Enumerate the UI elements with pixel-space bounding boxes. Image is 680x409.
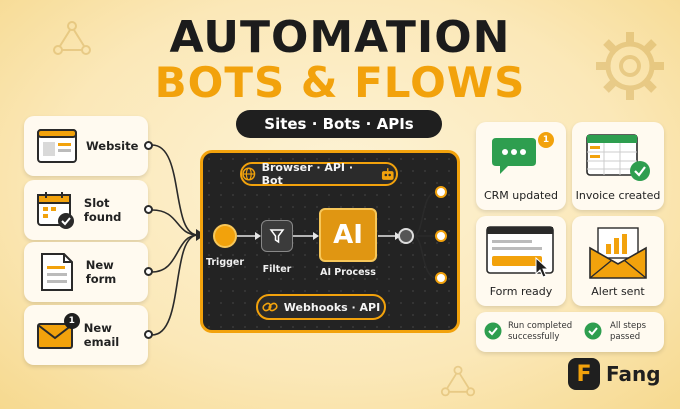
bottom-chip-label: Webhooks · API [283, 300, 381, 314]
document-icon [34, 250, 80, 294]
spreadsheet-check-icon [586, 134, 652, 186]
check-circle-icon [484, 322, 502, 340]
result-card-form-ready[interactable]: Form ready [476, 216, 566, 306]
notification-badge: 1 [63, 313, 80, 329]
robot-icon [382, 168, 395, 180]
output-port [435, 272, 447, 284]
notification-badge: 1 [538, 132, 554, 148]
browser-window-icon [34, 124, 80, 168]
result-label: Invoice created [575, 189, 661, 202]
status-panel: Run completed successfully All steps pas… [476, 312, 664, 352]
result-card-crm-updated[interactable]: 1 CRM updated [476, 122, 566, 210]
source-port [144, 141, 153, 150]
source-card-new-email[interactable]: 1 New email [24, 305, 148, 365]
status-line: Run completed [508, 321, 573, 331]
ai-process-node[interactable]: AI [319, 208, 377, 262]
brand-logo: F [568, 358, 600, 390]
source-label: Slot found [83, 196, 122, 224]
result-label: Form ready [489, 285, 553, 298]
brand: F Fang [568, 358, 661, 390]
junction-node [398, 228, 414, 244]
source-label: New form [85, 258, 117, 286]
source-label: Website [86, 139, 139, 153]
status-line: successfully [508, 332, 560, 342]
headline-title: AUTOMATION [169, 12, 511, 63]
calendar-check-icon [34, 188, 78, 232]
source-card-website[interactable]: Website [24, 116, 148, 176]
globe-icon [242, 167, 256, 181]
form-cursor-icon [486, 226, 556, 282]
source-port [144, 330, 153, 339]
output-port [435, 186, 447, 198]
source-card-new-form[interactable]: New form [24, 242, 148, 302]
envelope-chart-icon [588, 226, 648, 284]
trigger-label: Trigger [205, 257, 245, 268]
link-icon [262, 302, 278, 312]
status-line: passed [610, 332, 641, 342]
top-chip-label: Browser · API · Bot [261, 161, 354, 187]
gear-decoration-icon [596, 32, 664, 100]
source-card-slot-found[interactable]: Slot found [24, 180, 148, 240]
source-port [144, 205, 153, 214]
ai-process-label: AI Process [320, 267, 376, 278]
top-chip: Browser · API · Bot [240, 161, 398, 187]
brand-name: Fang [606, 362, 661, 386]
filter-label: Filter [262, 264, 292, 275]
result-card-alert-sent[interactable]: Alert sent [572, 216, 664, 306]
tagline-pill: Sites · Bots · APIs [236, 110, 442, 138]
headline-subtitle: BOTS & FLOWS [154, 58, 526, 107]
ai-node-text: AI [333, 220, 363, 250]
network-decoration-icon [53, 21, 91, 55]
status-line: All steps [610, 321, 647, 331]
result-label: CRM updated [483, 189, 559, 202]
chat-bubble-icon [492, 136, 542, 182]
bottom-chip: Webhooks · API [256, 294, 386, 320]
envelope-icon: 1 [34, 313, 80, 357]
output-port [435, 230, 447, 242]
network-decoration-icon-2 [440, 365, 476, 397]
source-label: New email [83, 321, 120, 349]
filter-node[interactable] [261, 220, 293, 252]
result-label: Alert sent [591, 285, 645, 298]
trigger-node[interactable] [213, 224, 237, 248]
source-port [144, 267, 153, 276]
funnel-icon [269, 229, 285, 244]
check-circle-icon [584, 322, 602, 340]
result-card-invoice-created[interactable]: Invoice created [572, 122, 664, 210]
